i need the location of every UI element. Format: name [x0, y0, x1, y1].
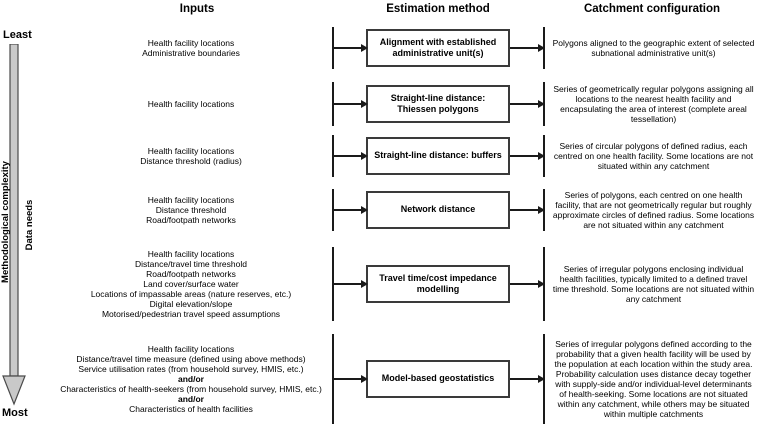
arrow-right-icon [334, 280, 368, 288]
method-box: Model-based geostatistics [366, 360, 510, 398]
arrow-right-icon [510, 206, 545, 214]
connector-tick [332, 333, 334, 425]
input-line: Distance threshold [155, 205, 227, 215]
method-box: Straight-line distance: Thiessen polygon… [366, 85, 510, 123]
input-line: Locations of impassable areas (nature re… [90, 289, 292, 299]
input-line: and/or [178, 374, 204, 384]
axis-label-data-needs: Data needs [24, 199, 35, 251]
method-box: Travel time/cost impedance modelling [366, 265, 510, 303]
arrow-right-icon [510, 44, 545, 52]
input-line: Health facility locations [147, 249, 235, 259]
input-line: Health facility locations [147, 344, 235, 354]
column-header-inputs: Inputs [179, 3, 215, 15]
row-inputs: Health facility locations [50, 99, 332, 109]
arrow-right-icon [334, 44, 368, 52]
column-header-estimation-method: Estimation method [386, 3, 490, 15]
arrow-right-icon [334, 152, 368, 160]
axis-label-methodological-complexity: Methodological complexity [0, 161, 11, 283]
method-box: Network distance [366, 191, 510, 229]
input-line: Service utilisation rates (from househol… [78, 364, 304, 374]
arrow-right-icon [510, 280, 545, 288]
input-line: Characteristics of health-seekers (from … [60, 384, 322, 394]
connector-tick [332, 27, 334, 69]
row-catchment: Polygons aligned to the geographic exten… [552, 38, 755, 58]
input-line: Digital elevation/slope [149, 299, 233, 309]
input-line: and/or [178, 394, 204, 404]
input-line: Distance/travel time threshold [135, 259, 247, 269]
connector-tick [332, 135, 334, 177]
column-header-catchment-configuration: Catchment configuration [583, 3, 721, 15]
arrow-right-icon [334, 206, 368, 214]
arrow-right-icon [510, 100, 545, 108]
input-line: Health facility locations [147, 146, 235, 156]
method-row-thiessen: Health facility locations Straight-line … [50, 76, 759, 132]
connector-tick [332, 81, 334, 127]
input-line: Health facility locations [147, 195, 235, 205]
row-catchment: Series of polygons, each centred on one … [552, 190, 755, 230]
row-catchment: Series of irregular polygons enclosing i… [552, 264, 755, 304]
input-line: Health facility locations [147, 38, 235, 48]
row-catchment: Series of geometrically regular polygons… [553, 84, 754, 124]
connector-tick [332, 247, 334, 321]
arrow-right-icon [510, 375, 545, 383]
down-arrow-icon [2, 44, 26, 406]
input-line: Characteristics of health facilities [129, 404, 253, 414]
connector-tick [332, 189, 334, 231]
input-line: Distance/travel time measure (defined us… [76, 354, 306, 364]
input-line: Road/footpath networks [146, 215, 236, 225]
method-box: Alignment with established administrativ… [366, 29, 510, 67]
input-line: Health facility locations [147, 99, 235, 109]
arrow-right-icon [510, 152, 545, 160]
method-box: Straight-line distance: buffers [366, 137, 510, 175]
axis-label-least: Least [3, 29, 32, 41]
axis-label-most: Most [2, 407, 28, 419]
input-line: Administrative boundaries [142, 48, 240, 58]
input-line: Motorised/pedestrian travel speed assump… [101, 309, 281, 319]
row-catchment: Series of irregular polygons defined acc… [554, 339, 753, 419]
row-catchment: Series of circular polygons of defined r… [553, 141, 754, 171]
input-line: Distance threshold (radius) [140, 156, 242, 166]
input-line: Land cover/surface water [143, 279, 239, 289]
input-line: Road/footpath networks [146, 269, 236, 279]
arrow-right-icon [334, 100, 368, 108]
arrow-right-icon [334, 375, 368, 383]
